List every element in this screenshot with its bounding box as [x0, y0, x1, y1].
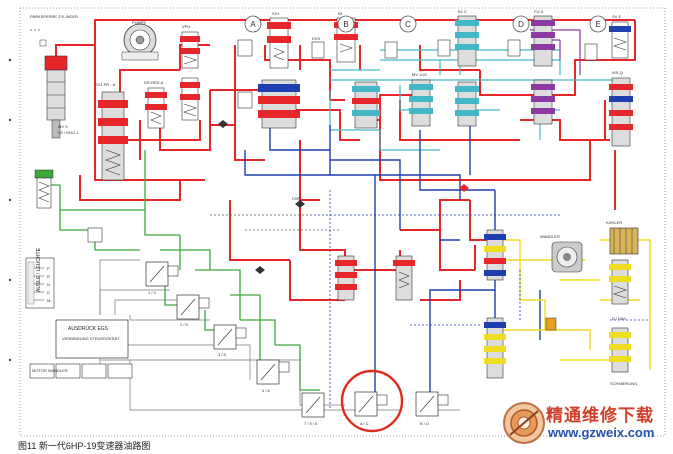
watermark-url: www.gzweix.com	[548, 425, 655, 440]
pressure-regulator-7	[415, 391, 449, 417]
label-sv1: SV1	[272, 11, 280, 16]
filter-element	[545, 317, 557, 331]
valve-mid-cyan	[352, 81, 380, 129]
circle-label-a: A	[250, 20, 256, 29]
valve-center-red-blue	[258, 79, 300, 129]
label-valve-5: 7 / 5 / 6	[304, 421, 318, 426]
watermark: 精通维修下载 www.gzweix.com	[500, 395, 670, 453]
valve-yellow-right-low	[609, 327, 631, 373]
valve-red-lower-2	[393, 255, 415, 301]
label-panel-n: N	[47, 282, 50, 287]
watermark-text: 精通维修下载	[546, 406, 654, 426]
check-valve-symbols	[218, 120, 469, 274]
valve-red-lower-1	[335, 255, 357, 301]
label-panel-r: R	[47, 274, 50, 279]
pressure-regulator-3	[213, 324, 247, 350]
label-schmierung: SCHMIERUNG	[610, 381, 637, 386]
pressure-regulator-5	[301, 392, 325, 418]
selector-panel	[25, 257, 55, 309]
label-valve-3: 3 / 5	[218, 352, 227, 357]
pump	[121, 23, 159, 61]
label-vpu: VPU	[182, 24, 190, 29]
dashed-lines	[310, 190, 650, 410]
label-wandler: WANDLER	[540, 234, 560, 239]
valve-mv-1	[180, 31, 200, 69]
label-park-cylinder: PARKSPERRE ZYLINDER	[30, 14, 78, 19]
watermark-logo-icon	[503, 402, 545, 444]
valve-right-top	[609, 21, 631, 59]
park-lock-cylinder	[39, 39, 68, 139]
valve-sv1	[267, 17, 291, 69]
valve-yellow-right	[609, 259, 631, 305]
label-b2-c: B2 C	[458, 9, 467, 14]
label-panel-title: AUSLE / LEUCHTE	[36, 247, 42, 292]
label-mv-s: MV S	[58, 124, 68, 129]
egs-control-box	[55, 319, 129, 359]
label-dr-red: DR-RED A	[144, 80, 163, 85]
label-dsp: DSP	[292, 196, 301, 201]
label-b1: B1	[338, 11, 344, 16]
label-egs-box: AUSDRÜCK EGS	[68, 325, 109, 332]
cooler-kuehler	[609, 227, 639, 255]
yellow-oil-lines	[500, 239, 651, 370]
label-valve-8: D / DIM	[612, 316, 626, 321]
black-dashed-lines	[30, 29, 340, 231]
label-panel-m: M-	[47, 298, 52, 303]
left-margin-marks	[8, 58, 12, 362]
valve-cyan-top-1	[455, 15, 479, 67]
valve-blue-yellow-1	[484, 229, 506, 281]
valve-cyan-mid-2	[455, 81, 479, 127]
label-eds: EDS	[312, 36, 321, 41]
pressure-regulator-1	[145, 261, 179, 287]
valve-sv-pr-a	[98, 91, 128, 181]
pressure-regulator-4	[256, 359, 290, 385]
label-kuehler: KÜHLER	[606, 220, 622, 225]
label-mv-s-sub: LS / MVG-1	[58, 130, 80, 135]
label-valve-6: A / C	[360, 421, 369, 426]
label-bottom-box: MOTOR WANDLER	[32, 368, 68, 373]
label-sv-pr-a: SV1 PR - A	[95, 82, 116, 87]
valve-mv-s	[34, 169, 54, 209]
figure-caption: 图11 新一代6HP-19变速器油路图	[18, 441, 151, 451]
circle-label-c: C	[405, 20, 411, 29]
highlight-circle	[340, 369, 404, 433]
circle-label-b: B	[343, 20, 348, 29]
label-ws: WS-Q	[612, 70, 623, 75]
circle-label-e: E	[595, 20, 600, 29]
label-valve-7: B / D	[420, 421, 429, 426]
converter-wandler	[551, 241, 583, 273]
bottom-signal-boxes	[29, 363, 133, 379]
label-fu-d: FU D	[534, 9, 543, 14]
valve-right-mid	[609, 77, 633, 147]
valve-blue-yellow-2	[484, 317, 506, 379]
label-valve-1: 1 / 4	[148, 290, 157, 295]
circle-label-d: D	[518, 20, 524, 29]
label-valve-2: 2 / 5	[180, 322, 189, 327]
valve-purple-top	[531, 15, 555, 67]
pressure-regulator-6	[354, 391, 388, 417]
valve-mv-ws-1	[180, 77, 200, 121]
label-panel-p: P	[47, 266, 50, 271]
label-valve-4: 4 / 6	[262, 388, 271, 393]
label-pump: PUMPE	[132, 20, 147, 25]
valve-purple-mid	[531, 79, 555, 125]
diagram-frame	[19, 7, 666, 437]
pressure-regulator-2	[176, 294, 210, 320]
label-egs-sub: VERBINDUNG STEUERGERÄT	[62, 336, 120, 341]
solenoid-boxes	[87, 39, 598, 243]
green-oil-lines	[39, 150, 320, 391]
valve-dr-red	[145, 87, 167, 129]
valve-b2-c	[409, 79, 433, 127]
gray-wires	[99, 259, 460, 411]
label-mv-1-22: MV 1/22	[412, 72, 428, 77]
reference-circles	[244, 15, 607, 33]
label-sv-e: SV E	[612, 14, 621, 19]
label-panel-d: D	[47, 290, 50, 295]
